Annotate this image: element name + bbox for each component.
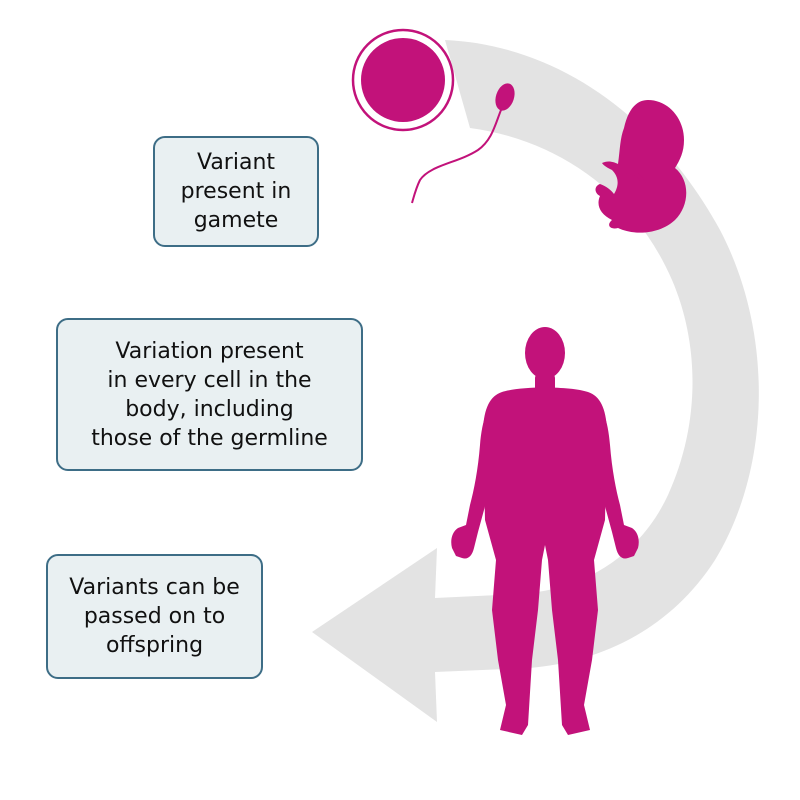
egg-cell-icon (351, 28, 455, 132)
callout-passed-to-offspring-text: Variants can be passed on to offspring (69, 575, 240, 658)
callout-variation-in-every-cell: Variation present in every cell in the b… (56, 318, 363, 471)
callout-variation-in-every-cell-text: Variation present in every cell in the b… (91, 338, 328, 451)
callout-passed-to-offspring: Variants can be passed on to offspring (46, 554, 263, 679)
adult-human-icon (451, 327, 639, 735)
embryo-icon (595, 100, 687, 233)
callout-variant-in-gamete: Variant present in gamete (153, 136, 319, 247)
sperm-cell-icon (411, 83, 515, 204)
callout-variant-in-gamete-text: Variant present in gamete (180, 150, 292, 233)
